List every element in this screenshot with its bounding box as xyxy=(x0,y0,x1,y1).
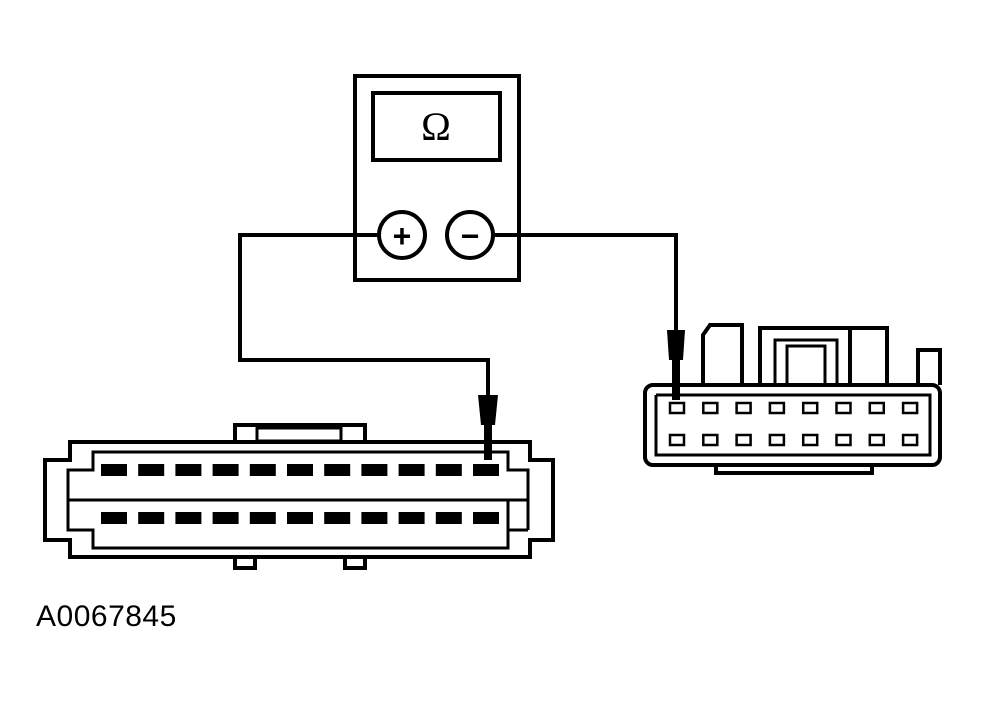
right-connector-pins xyxy=(668,401,919,447)
connector-pin xyxy=(735,401,752,415)
connector-pin xyxy=(324,512,351,524)
connector-pin xyxy=(249,512,276,524)
right-connector xyxy=(643,323,942,475)
connector-pin xyxy=(249,464,276,476)
connector-pin xyxy=(473,512,499,524)
connector-pin xyxy=(212,464,239,476)
connector-pin xyxy=(835,433,852,447)
connector-pin xyxy=(801,401,819,415)
connector-pin xyxy=(287,512,313,524)
connector-pin xyxy=(212,512,239,524)
left-connector xyxy=(43,423,555,570)
connector-pin xyxy=(835,401,852,415)
test-lead-positive xyxy=(238,233,490,395)
connector-pin xyxy=(868,401,886,415)
connector-pin xyxy=(361,512,388,524)
connector-pin xyxy=(473,464,499,476)
connector-pin xyxy=(668,433,686,447)
connector-pin xyxy=(101,512,127,524)
connector-pin xyxy=(868,433,886,447)
connector-pin xyxy=(138,464,165,476)
connector-pin xyxy=(901,401,919,415)
meter-display xyxy=(371,91,502,162)
left-connector-pins xyxy=(101,464,499,524)
connector-pin xyxy=(768,433,786,447)
connector-pin xyxy=(398,464,425,476)
negative-terminal-label: − xyxy=(461,218,480,254)
connector-pin xyxy=(398,512,425,524)
connector-pin xyxy=(175,464,202,476)
connector-pin xyxy=(435,464,462,476)
ohm-symbol: Ω xyxy=(421,104,451,149)
negative-terminal: − xyxy=(445,210,495,260)
probe-positive xyxy=(478,395,498,460)
connector-pin xyxy=(101,464,127,476)
connector-pin xyxy=(361,464,388,476)
connector-pin xyxy=(138,512,165,524)
connector-pin xyxy=(801,433,819,447)
connector-pin xyxy=(435,512,462,524)
ohmmeter: Ω + − xyxy=(353,74,521,282)
connector-pin xyxy=(287,464,313,476)
connector-pin xyxy=(702,401,719,415)
connector-pin xyxy=(175,512,202,524)
test-lead-negative xyxy=(495,233,678,330)
connector-pin xyxy=(324,464,351,476)
positive-terminal-label: + xyxy=(393,218,412,254)
probe-negative xyxy=(667,330,685,400)
connector-pin xyxy=(735,433,752,447)
figure-id-label: A0067845 xyxy=(36,600,177,633)
connector-pin xyxy=(668,401,686,415)
connector-pin xyxy=(702,433,719,447)
connector-pin xyxy=(768,401,786,415)
connector-pin xyxy=(901,433,919,447)
positive-terminal: + xyxy=(377,210,427,260)
